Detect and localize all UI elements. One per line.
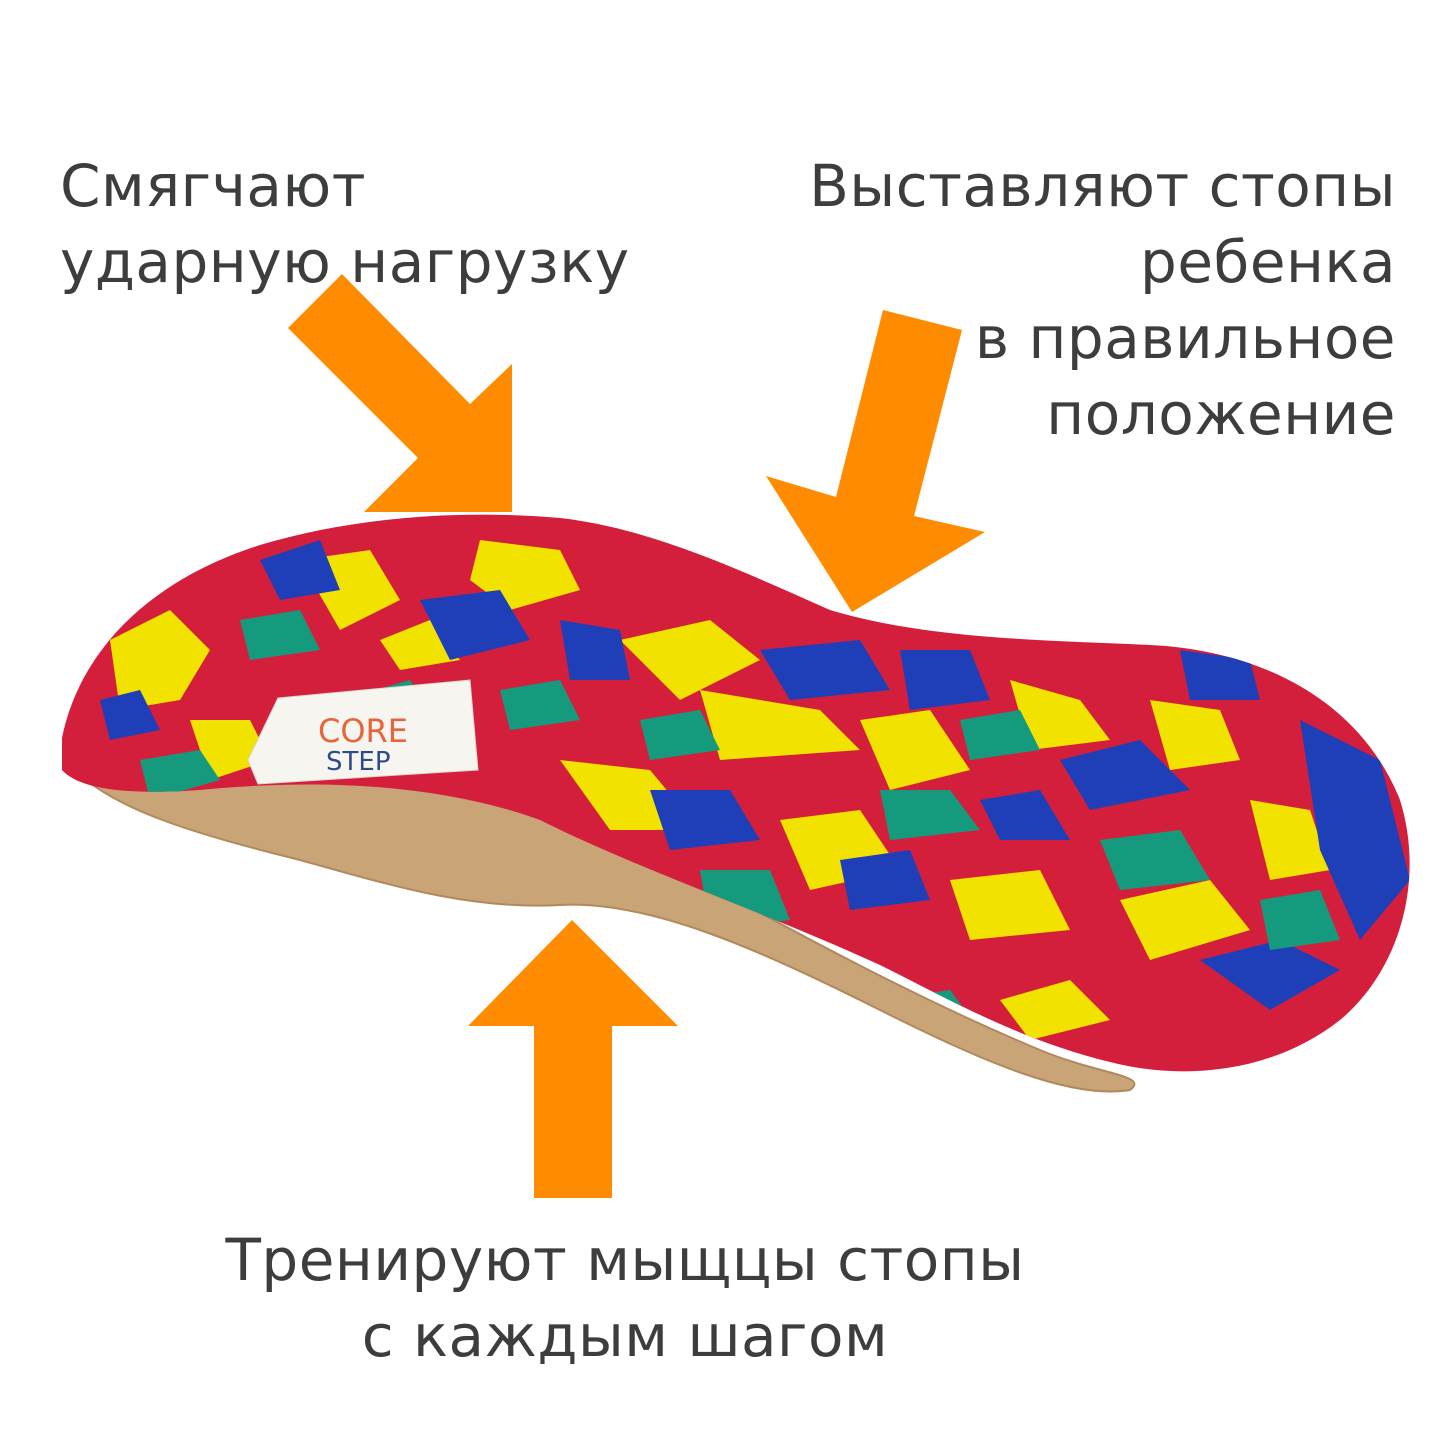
caption-foot-alignment: Выставляют стопы ребенка в правильное по… [809,148,1396,452]
caption-line: Смягчают [60,152,367,220]
label-core: CORE [318,712,408,750]
caption-line: в правильное [974,304,1396,372]
caption-muscle-training: Тренируют мыщцы стопы с каждым шагом [0,1222,1250,1374]
caption-line: ударную нагрузку [60,228,630,296]
product-label: CORE STEP [247,679,479,785]
caption-line: Выставляют стопы [809,152,1396,220]
caption-shock-absorption: Смягчают ударную нагрузку [60,148,630,300]
caption-line: положение [1046,380,1396,448]
arrow-down-left-icon [766,310,985,612]
caption-line: ребенка [1140,228,1396,296]
caption-line: с каждым шагом [361,1302,889,1370]
arrow-up-icon [468,920,678,1198]
arrow-down-right-icon [288,274,512,512]
caption-line: Тренируют мыщцы стопы [225,1226,1025,1294]
label-step: STEP [326,747,391,777]
